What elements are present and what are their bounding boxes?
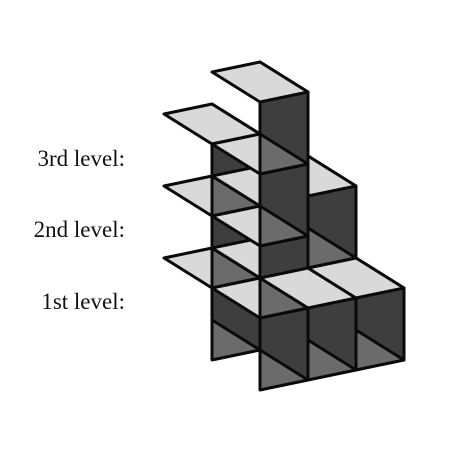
cube-top-back-top-face [212,62,308,102]
